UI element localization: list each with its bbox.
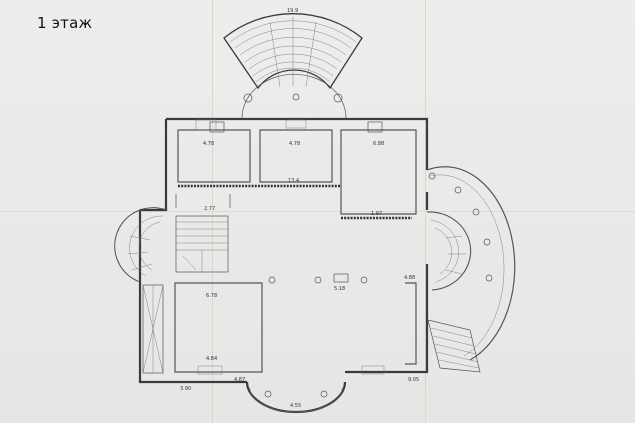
column [292,93,300,101]
room-center-width-label: 13.4 [288,178,299,184]
room-tl-width-label: 4.78 [203,141,214,147]
room-bl-width-label: 6.78 [206,293,217,299]
top-steps-label: 19.9 [287,8,298,14]
dim-label: 3.90 [180,386,191,392]
room-bl-bottom-label: 4.84 [206,356,217,362]
room-tc-width-label: 4.78 [289,141,300,147]
door-symbols [195,119,385,375]
right-bay [426,166,516,361]
room-tr-width-label: 6.88 [373,141,384,147]
bottom-bay [249,387,343,413]
floor-title: 1 этаж [37,14,93,32]
column [314,276,322,284]
top-fan-staircase [223,13,363,90]
inner-staircase [175,215,229,273]
left-ramp [142,284,164,374]
fixture [333,273,349,283]
column [264,390,272,398]
column [268,276,276,284]
stair-width-label: 2.77 [204,206,215,212]
column [360,276,368,284]
dim-label: 5.18 [334,286,345,292]
fold-line [0,211,635,212]
dim-label: 1.97 [371,211,382,217]
bottom-right-fan-stair [427,319,481,373]
column [320,390,328,398]
left-curved-stair [114,207,167,283]
column [243,93,253,103]
column [333,93,343,103]
right-curved-stair [426,211,472,291]
bottom-arc-label: 4.55 [290,403,301,409]
top-arch [241,73,347,119]
dim-label: 9.05 [408,377,419,383]
interior-walls [174,121,417,373]
dim-label: 4.87 [234,377,245,383]
room-br-label: 4.88 [404,275,415,281]
